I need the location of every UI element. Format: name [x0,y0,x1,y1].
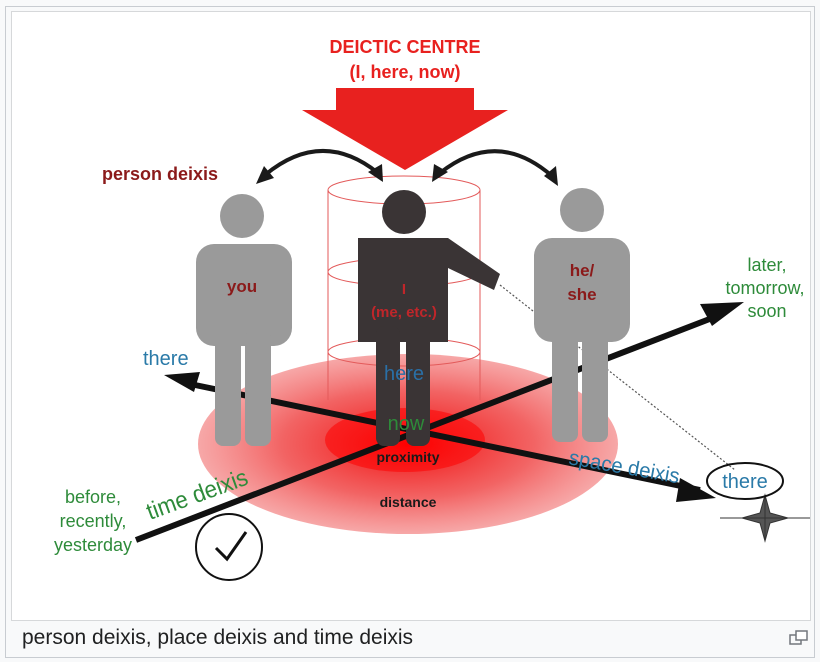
person-he-she-figure [534,188,630,442]
label-speaker-me: (me, etc.) [371,304,437,321]
arrowhead-mid-left-icon [368,164,383,182]
label-later: later, [747,255,786,275]
label-recently: recently, [60,511,127,531]
magnify-icon[interactable] [789,630,809,646]
there-highlight-ellipse [706,462,784,500]
label-distance: distance [380,494,437,510]
label-tomorrow: tomorrow, [725,278,804,298]
deictic-centre-arrow [302,88,508,170]
figure-caption: person deixis, place deixis and time dei… [22,626,414,649]
arrowhead-mid-right-icon [432,164,448,182]
label-speaker-i: I [402,281,406,298]
label-she: she [567,285,596,304]
arrowhead-right-icon [544,166,558,186]
label-he: he/ [570,261,595,280]
label-here: here [384,363,424,385]
deictic-centre-title: DEICTIC CENTRE [329,37,480,57]
label-yesterday: yesterday [54,535,132,555]
speaker-figure [358,190,500,446]
label-soon: soon [747,301,786,321]
deictic-centre-subtitle: (I, here, now) [349,62,460,82]
clock-icon [195,513,263,581]
label-you: you [227,277,257,296]
label-before: before, [65,487,121,507]
label-there-left: there [143,348,189,370]
label-there-right: there [722,471,768,493]
person-deixis-label: person deixis [102,164,218,184]
label-now: now [388,413,425,435]
space-axis [164,372,716,502]
person-deixis-arrows [263,149,554,178]
arrowhead-left-icon [256,166,274,184]
label-proximity: proximity [376,449,439,465]
person-you-figure [196,194,292,446]
compass-rose-icon [720,493,810,543]
